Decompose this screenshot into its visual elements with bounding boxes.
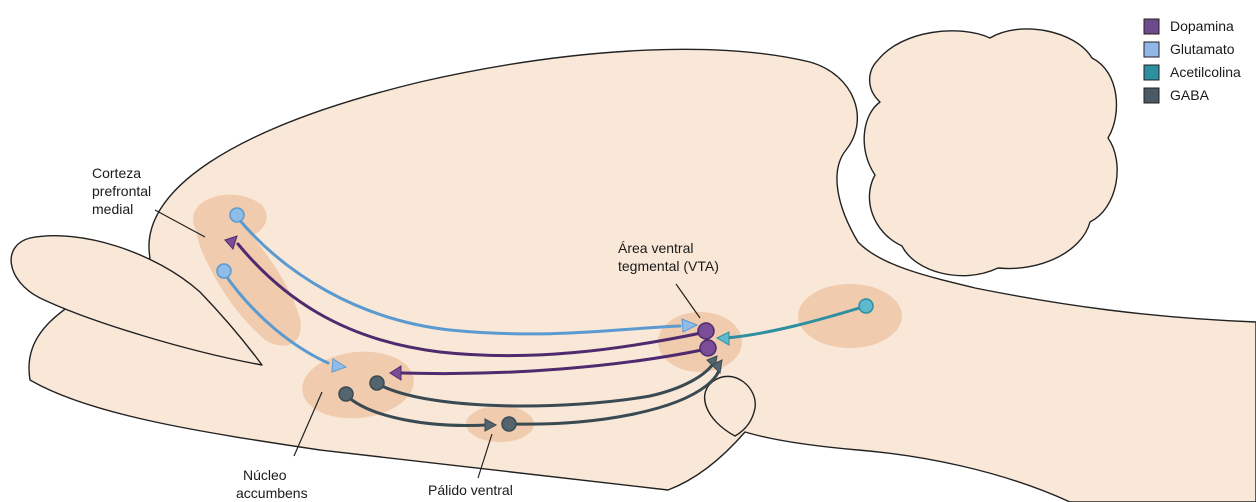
legend-swatch-acetylcholine — [1144, 65, 1159, 80]
acetylcholine-neuron-ldt — [859, 299, 873, 313]
legend-label-acetylcholine: Acetilcolina — [1170, 64, 1241, 80]
legend: Dopamina Glutamato Acetilcolina GABA — [1144, 18, 1241, 103]
label-accumbens: Núcleo accumbens — [236, 467, 308, 501]
label-prefrontal: Corteza prefrontal medial — [92, 165, 155, 217]
legend-swatch-dopamine — [1144, 19, 1159, 34]
dopamine-neuron-vta-lower — [700, 340, 716, 356]
ldt-region — [798, 284, 902, 348]
gaba-neuron-nac-upper — [370, 376, 384, 390]
gaba-neuron-nac-lower — [339, 387, 353, 401]
cerebellum — [864, 29, 1117, 276]
legend-label-dopamine: Dopamina — [1170, 18, 1234, 34]
legend-label-glutamate: Glutamato — [1170, 41, 1235, 57]
dopamine-neuron-vta-upper — [698, 323, 714, 339]
legend-swatch-glutamate — [1144, 42, 1159, 57]
label-pallidum: Pálido ventral — [428, 482, 513, 498]
legend-label-gaba: GABA — [1170, 87, 1210, 103]
glutamate-neuron-pfc-lower — [217, 264, 231, 278]
glutamate-neuron-pfc-upper — [230, 208, 244, 222]
legend-swatch-gaba — [1144, 88, 1159, 103]
gaba-neuron-vp — [502, 417, 516, 431]
